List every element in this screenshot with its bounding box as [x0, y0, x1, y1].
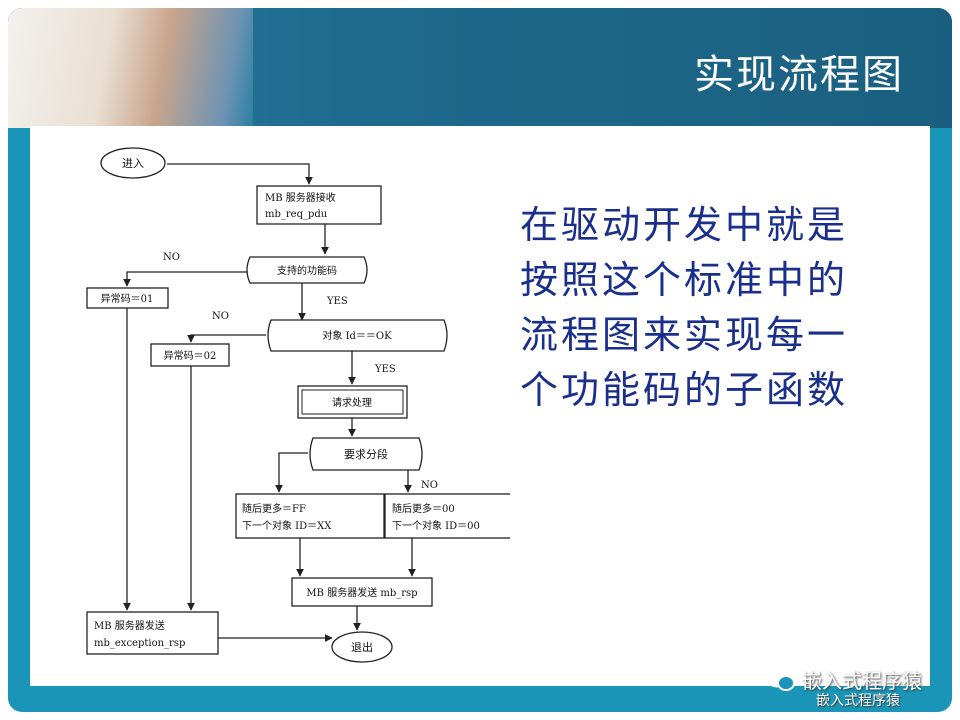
flowchart: 进入 MB 服务器接收 mb_req_pdu 支持的功能码 异常码＝01 NO … [86, 147, 510, 663]
receive-label-2: mb_req_pdu [265, 209, 328, 220]
start-label: 进入 [122, 157, 144, 170]
slide-title: 实现流程图 [694, 52, 904, 98]
left-box-label-1: 随后更多＝FF [242, 502, 306, 515]
exit-node [331, 631, 393, 663]
right-box-label-2: 下一个对象 ID＝00 [392, 519, 480, 532]
no-label-2: NO [212, 311, 229, 322]
header-photo [8, 8, 253, 128]
send-box [291, 577, 433, 607]
wechat-icon [766, 668, 795, 691]
process-label: 请求处理 [332, 396, 372, 409]
receive-label-1: MB 服务器接收 [265, 191, 336, 204]
decision-func-label: 支持的功能码 [277, 264, 337, 277]
decision-seg-node [309, 437, 423, 471]
error1-label: 异常码＝01 [101, 292, 154, 305]
left-box [235, 493, 385, 539]
start-node [100, 147, 166, 179]
content-panel: 进入 MB 服务器接收 mb_req_pdu 支持的功能码 异常码＝01 NO … [30, 126, 930, 686]
process-box-inner [301, 389, 404, 415]
left-box-label-2: 下一个对象 ID＝XX [242, 519, 332, 532]
decision-func-node [246, 256, 368, 284]
right-box-label-1: 随后更多＝00 [392, 502, 455, 515]
arrow-obj-error2 [187, 334, 266, 343]
slide-frame: 实现流程图 [8, 8, 952, 712]
receive-box [256, 185, 382, 225]
no-label-3: NO [421, 480, 438, 491]
decision-obj-label: 对象 Id＝＝OK [322, 329, 392, 342]
yes-label-2: YES [374, 364, 396, 375]
right-box [384, 493, 510, 539]
exception-label-2: mb_exception_rsp [94, 638, 185, 649]
yes-label-1: YES [326, 296, 348, 307]
arrow-seg-left [275, 452, 308, 493]
exception-box [86, 611, 219, 655]
decision-seg-label: 要求分段 [344, 447, 388, 461]
exit-label: 退出 [351, 640, 373, 654]
watermark: 嵌入式程序猿 [766, 665, 922, 694]
description-text: 在驱动开发中就是按照这个标准中的流程图来实现每一个功能码的子函数 [520, 203, 849, 412]
error2-label: 异常码＝02 [164, 349, 217, 362]
watermark-text: 嵌入式程序猿 [802, 669, 922, 693]
arrow-start-receive [167, 163, 313, 185]
error1-box [86, 287, 169, 309]
decision-obj-node [267, 319, 448, 352]
error2-box [150, 343, 230, 367]
send-label: MB 服务器发送 mb_rsp [306, 586, 417, 599]
watermark-text-small: 嵌入式程序猿 [816, 693, 900, 709]
no-label-1: NO [163, 252, 180, 263]
connectors [123, 163, 416, 642]
arrow-func-error1 [123, 271, 248, 287]
exception-label-1: MB 服务器发送 [94, 619, 165, 632]
